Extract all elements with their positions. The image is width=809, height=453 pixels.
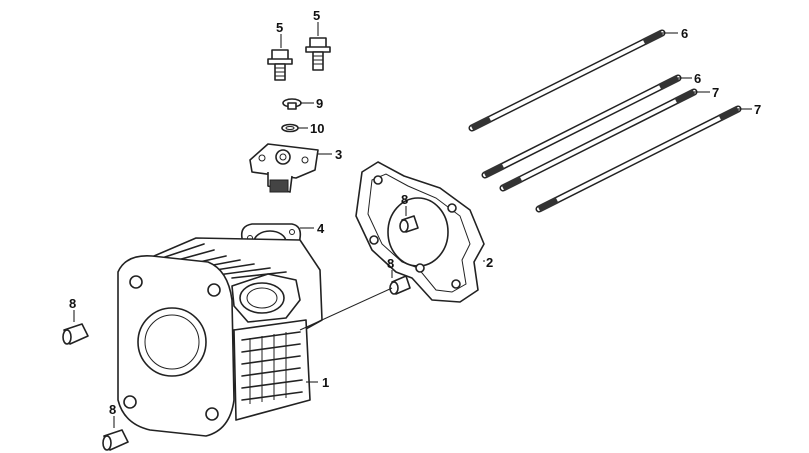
leader-lines — [73, 22, 752, 428]
callout-6-lower: 6 — [694, 71, 701, 86]
callout-8-left: 8 — [69, 296, 76, 311]
callout-3: 3 — [335, 147, 342, 162]
dowel-pin-8-left — [62, 323, 89, 345]
cylinder-1 — [117, 237, 323, 437]
callout-7-lower: 7 — [754, 102, 761, 117]
cylinder-base-gasket-2 — [355, 161, 485, 303]
flange-bolt-5-right — [305, 37, 331, 71]
o-ring-10 — [281, 123, 299, 133]
callout-7-upper: 7 — [712, 85, 719, 100]
callout-10: 10 — [310, 121, 324, 136]
callout-5-right: 5 — [313, 8, 320, 23]
callout-8-middle: 8 — [387, 256, 394, 271]
callout-2: 2 — [486, 255, 493, 270]
bolt-9 — [282, 98, 302, 110]
flange-bolt-5-left — [267, 49, 293, 81]
callout-8-gasket: 8 — [401, 192, 408, 207]
stud-bolt-7-upper — [499, 88, 698, 192]
cam-chain-tensioner-3 — [249, 143, 319, 193]
stud-bolt-7-lower — [535, 105, 742, 213]
stud-bolt-6-lower — [481, 74, 682, 179]
dowel-pin-8-middle — [389, 275, 411, 295]
dowel-pin-8-bottom — [102, 429, 129, 451]
stud-bolt-6-upper — [468, 29, 666, 132]
callout-1: 1 — [322, 375, 329, 390]
callout-8-bottom: 8 — [109, 402, 116, 417]
callout-9: 9 — [316, 96, 323, 111]
dowel-pin-8-gasket — [399, 215, 419, 233]
callout-5-left: 5 — [276, 20, 283, 35]
callout-4: 4 — [317, 221, 325, 236]
callout-6-upper: 6 — [681, 26, 688, 41]
alignment-line — [299, 287, 393, 331]
